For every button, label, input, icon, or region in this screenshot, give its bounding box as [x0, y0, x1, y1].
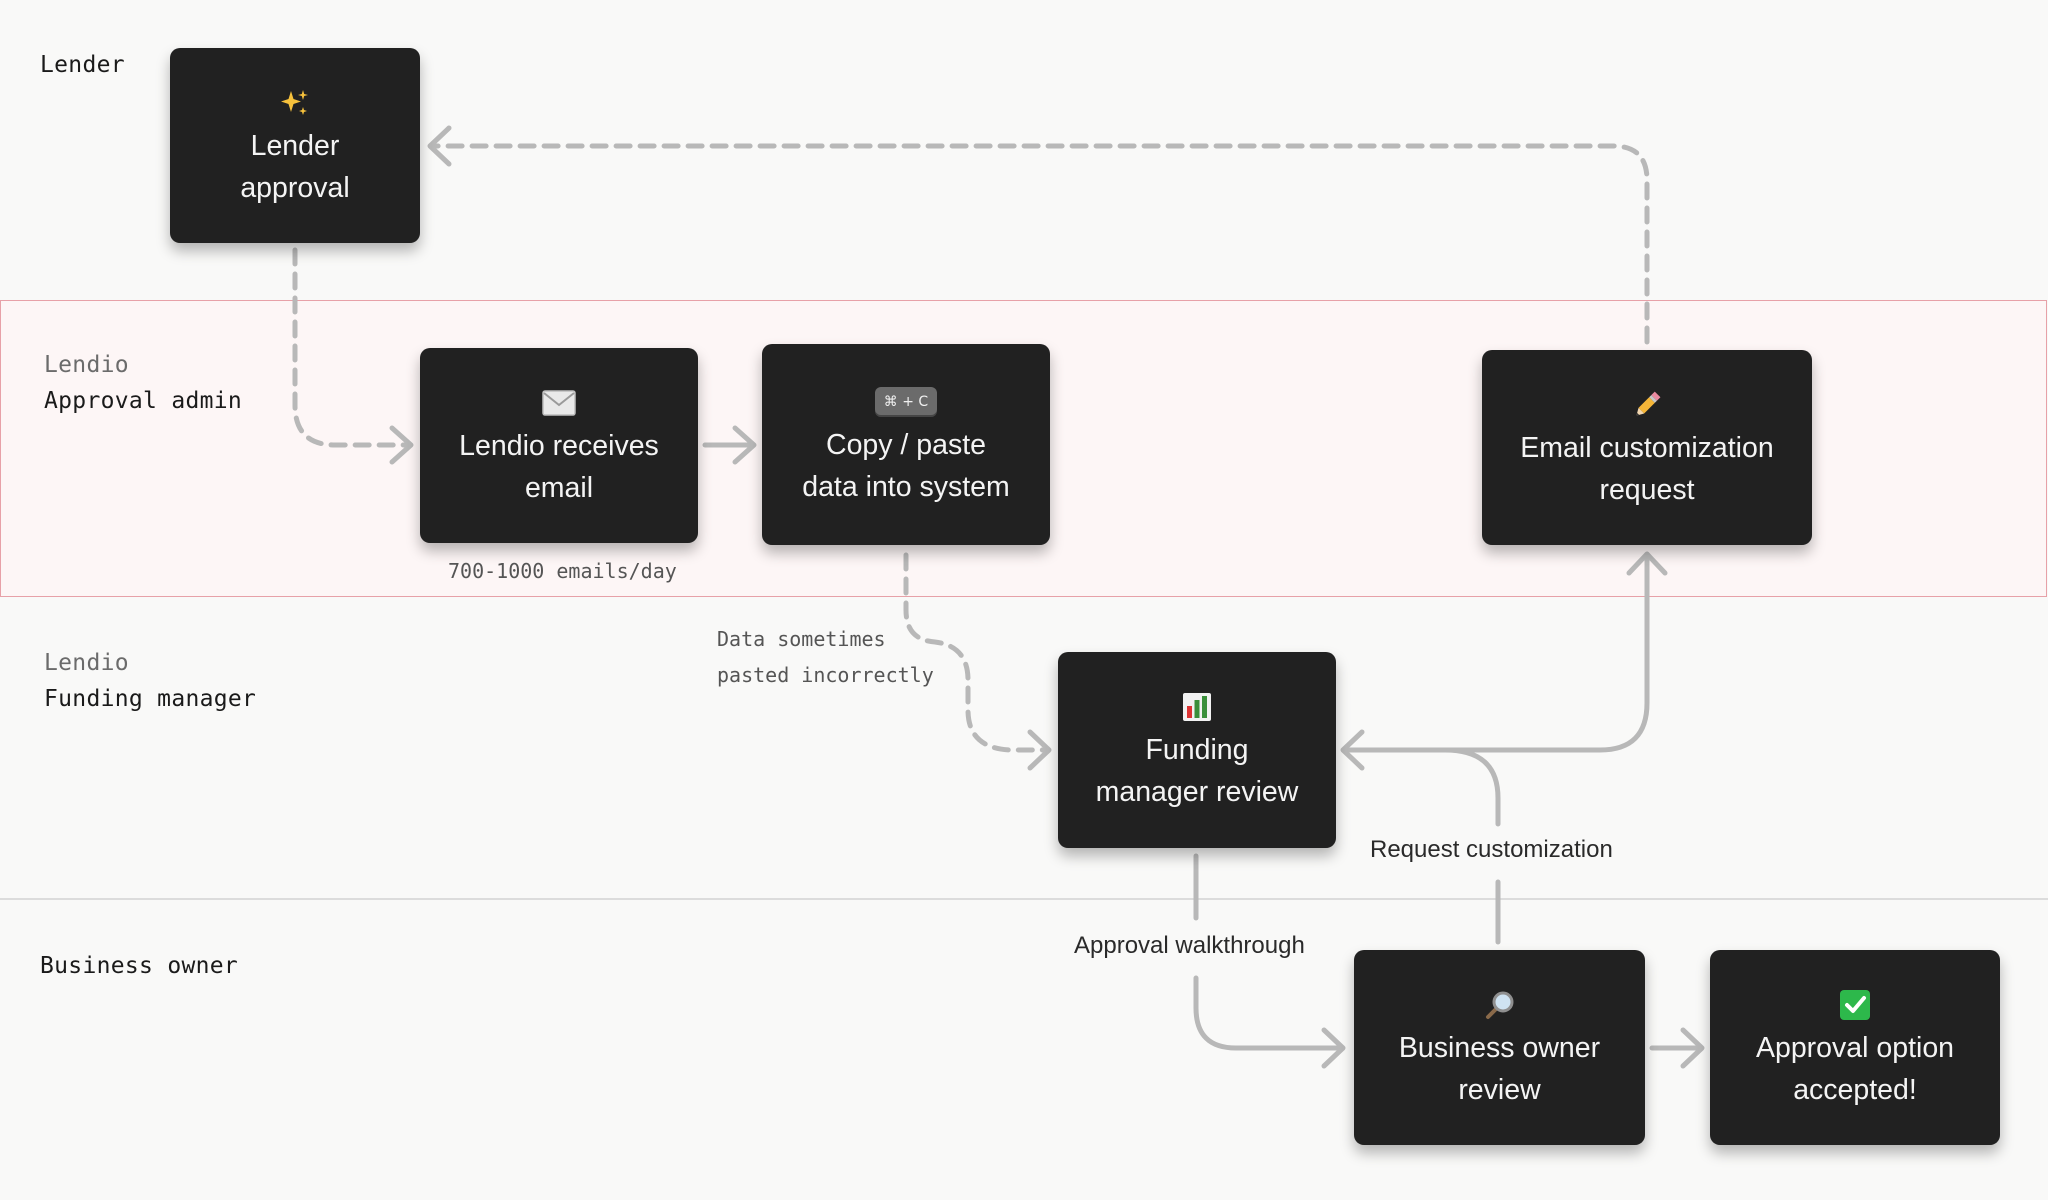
envelope-icon [542, 383, 576, 423]
edge-label-approval-walkthrough: Approval walkthrough [1068, 932, 1311, 960]
arrowhead [427, 125, 452, 167]
arrowhead [389, 425, 414, 465]
node-label: Approval option accepted! [1755, 1031, 1955, 1106]
lane-divider [0, 898, 2048, 900]
node-lendio-receives-email[interactable]: Lendio receives email [420, 348, 698, 543]
arrowhead [732, 425, 757, 465]
bar-chart-icon [1182, 687, 1212, 727]
connector-request-customization-upper [1342, 747, 1501, 827]
magnifier-icon [1484, 985, 1516, 1025]
node-label: Lender approval [240, 129, 350, 204]
node-label: Copy / paste data into system [802, 428, 1010, 503]
node-lender-approval[interactable]: Lender approval [170, 48, 420, 243]
lane-label-approval-admin: Lendio Approval admin [44, 347, 242, 419]
lane-subtitle: Lendio [44, 352, 129, 378]
node-email-customization-request[interactable]: Email customization request [1482, 350, 1812, 545]
arrowhead [1680, 1027, 1705, 1069]
node-funding-manager-review[interactable]: Funding manager review [1058, 652, 1336, 848]
arrowhead [1027, 729, 1052, 771]
node-approval-option-accepted[interactable]: Approval option accepted! [1710, 950, 2000, 1145]
sparkles-icon [280, 83, 310, 123]
node-label: Business owner review [1398, 1031, 1601, 1106]
node-business-owner-review[interactable]: Business owner review [1354, 950, 1645, 1145]
pencil-icon [1631, 385, 1663, 425]
lane-label-funding-manager: Lendio Funding manager [44, 645, 256, 717]
arrowhead [1626, 551, 1668, 576]
connector-lender-to-email [292, 247, 411, 448]
node-copy-paste-data[interactable]: ⌘ + C Copy / paste data into system [762, 344, 1050, 545]
node-label: Email customization request [1520, 431, 1774, 506]
emails-per-day-note: 700-1000 emails/day [448, 559, 677, 583]
lane-label-lender: Lender [40, 47, 125, 83]
keyboard-shortcut: ⌘ + C [874, 386, 938, 417]
connector-approval-walkthrough-lower [1193, 975, 1343, 1051]
data-note-line2: pasted incorrectly [717, 663, 934, 687]
check-mark-icon [1839, 985, 1871, 1025]
lane-title: Approval admin [44, 388, 243, 414]
lane-title: Funding manager [44, 686, 257, 712]
node-label: Lendio receives email [459, 429, 659, 504]
arrowhead [1340, 729, 1365, 771]
lane-subtitle: Lendio [44, 650, 129, 676]
arrowhead [1321, 1027, 1346, 1069]
connector-copy-to-funding [903, 552, 1048, 753]
lane-title: Business owner [40, 953, 239, 979]
edge-label-request-customization: Request customization [1364, 836, 1619, 864]
connector-customization-to-lender [429, 143, 1650, 345]
lane-title: Lender [40, 52, 125, 78]
data-note-line1: Data sometimes [717, 627, 886, 651]
node-label: Funding manager review [1095, 734, 1299, 808]
connector-to-customization [1437, 553, 1650, 753]
lane-label-business-owner: Business owner [40, 948, 238, 984]
cmd-c-key-icon: ⌘ + C [874, 382, 938, 422]
